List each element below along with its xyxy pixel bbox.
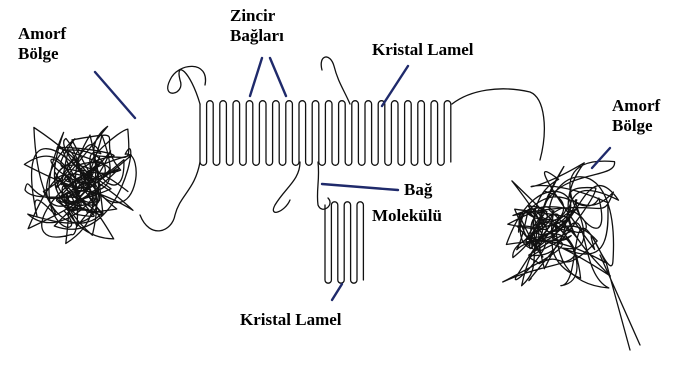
amorf-right-line1: Amorf	[612, 96, 660, 116]
tie-molecule-label-line1: Bağ	[404, 180, 432, 200]
tie-chain-top-left-loop	[168, 66, 206, 104]
zincir-line2: Bağları	[230, 26, 284, 46]
pointer-amorf-right	[592, 148, 610, 168]
tie-chains-label: Zincir Bağları	[230, 6, 284, 46]
tie-loop-top	[321, 57, 350, 104]
crystal-lamella-bottom	[325, 202, 363, 283]
tie-chain-right-link	[452, 89, 544, 160]
amorf-left-line1: Amorf	[18, 24, 66, 44]
pointer-zincir-1	[250, 58, 262, 96]
amorf-region-label-right: Amorf Bölge	[612, 96, 660, 136]
pointer-kristal-bottom	[332, 284, 342, 300]
crystal-lamella-label-top: Kristal Lamel	[372, 40, 474, 60]
tie-molecule-label-line2: Molekülü	[372, 206, 442, 226]
amorf-region-label-left: Amorf Bölge	[18, 24, 66, 64]
pointer-bag-molekulu	[322, 184, 398, 190]
pointer-amorf-left	[95, 72, 135, 118]
tie-loop-dangle	[273, 162, 300, 212]
pointer-kristal-top	[382, 66, 408, 106]
pointer-zincir-2	[270, 58, 286, 96]
tie-chain-left-link	[140, 162, 200, 231]
polymer-chains	[24, 57, 640, 350]
amorf-left-line2: Bölge	[18, 44, 66, 64]
crystal-lamella-label-bottom: Kristal Lamel	[240, 310, 342, 330]
zincir-line1: Zincir	[230, 6, 284, 26]
right-chain-tails	[600, 255, 640, 350]
amorf-right-line2: Bölge	[612, 116, 660, 136]
crystal-lamella-top	[200, 101, 451, 166]
